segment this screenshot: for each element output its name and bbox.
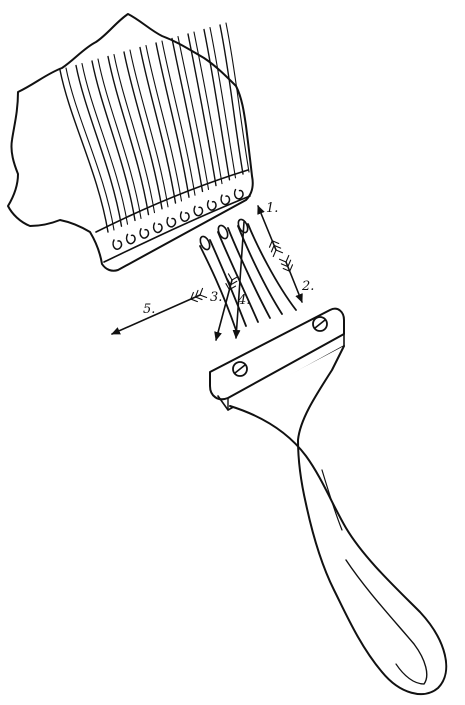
feather-tick [273, 250, 276, 257]
step-label-1: 1. [266, 201, 278, 216]
arrow-4 [236, 222, 244, 338]
feather-tick [200, 295, 207, 298]
reed-block [8, 14, 253, 271]
feather-tick [286, 256, 289, 262]
feather-tick [280, 259, 286, 262]
hook-prongs [198, 218, 296, 330]
feather-tick [228, 274, 232, 280]
feather-tick [288, 260, 291, 266]
feather-tick [200, 288, 203, 295]
feather-tick [276, 250, 283, 253]
step-label-3: 3. [210, 290, 222, 305]
feather-tick [195, 297, 202, 300]
step-label-5: 5. [143, 302, 155, 317]
step-label-2: 2. [301, 279, 314, 294]
feather-tick [269, 241, 272, 248]
feather-tick [271, 245, 274, 252]
feather-tick [232, 276, 238, 280]
step-label-4: 4. [237, 293, 250, 308]
arrow-5 [112, 295, 200, 334]
screw-icon [233, 362, 247, 376]
arrow-2 [286, 262, 302, 302]
feather-tick [191, 299, 198, 302]
feather-tick [290, 265, 293, 271]
screw-icon [313, 317, 327, 331]
handle [230, 346, 446, 694]
